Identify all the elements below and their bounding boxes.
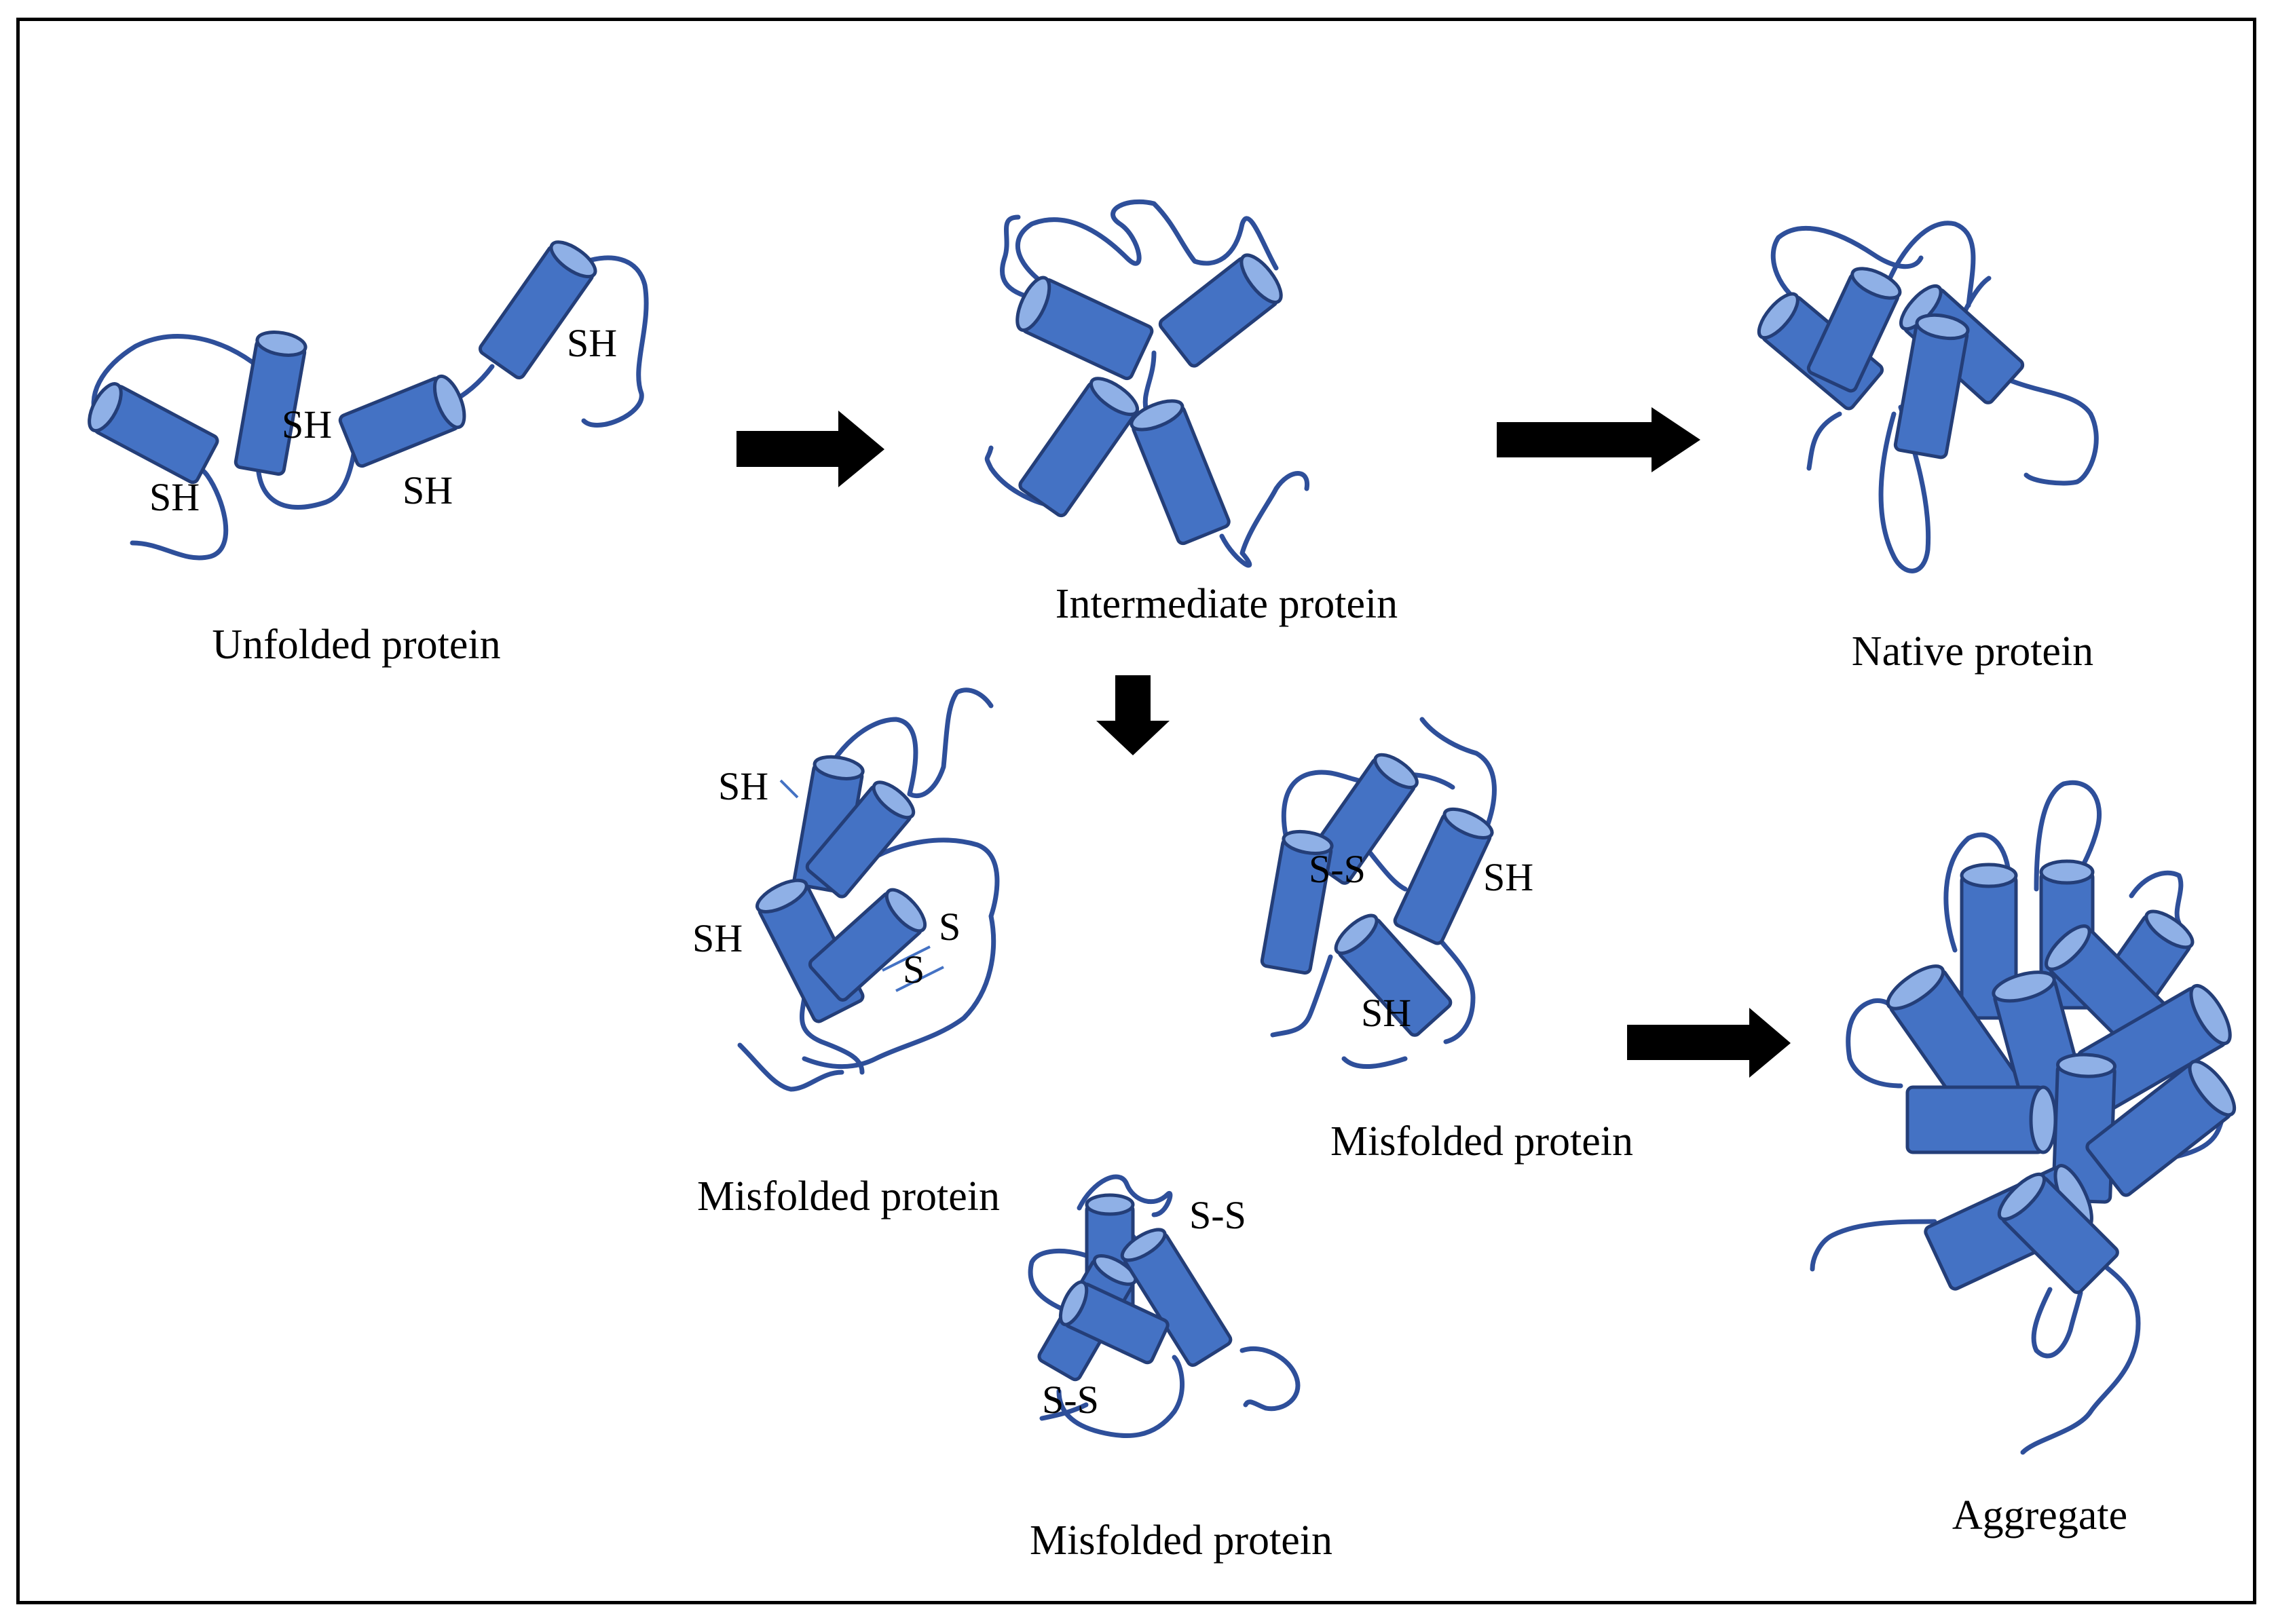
helix-cylinder [234, 330, 307, 476]
coil [1419, 717, 1497, 831]
helix-cylinder [338, 374, 466, 468]
helix-cylinder [1018, 377, 1140, 518]
coil [1028, 1248, 1089, 1316]
unfolded-sh-label: SH [149, 475, 200, 519]
misfolded-protein-3: S-S S-S [1028, 1174, 1301, 1439]
misfolded-1-sh-label: SH [692, 916, 743, 960]
misfolded-3-ss-label: S-S [1042, 1378, 1099, 1422]
helix-cylinder [808, 888, 927, 1002]
misfolded-1-sh-label: SH [718, 764, 768, 808]
aggregate [1810, 780, 2237, 1455]
misfolded-2-ss-label: S-S [1309, 847, 1366, 891]
coil [1943, 832, 2012, 953]
arrow-intermediate-to-misfolded [1096, 675, 1170, 755]
arrow-intermediate-to-native [1497, 407, 1700, 472]
arrow-unfolded-to-intermediate [736, 411, 884, 487]
diagram-frame [16, 18, 2256, 1604]
caption-misfolded-2: Misfolded protein [1330, 1118, 1633, 1165]
misfolded-1-s-label: S [903, 947, 925, 992]
coil [574, 255, 649, 428]
coil [1056, 1355, 1185, 1439]
coil [1878, 404, 1931, 573]
coil [2031, 1287, 2083, 1359]
unfolded-sh-label: SH [282, 402, 332, 447]
intermediate-protein [984, 199, 1309, 568]
misfolded-3-ss-label: S-S [1189, 1193, 1246, 1237]
coil [2007, 377, 2099, 486]
helix-cylinder [1158, 253, 1283, 368]
helix-cylinder [1120, 1228, 1233, 1367]
coil [737, 1042, 844, 1092]
helix-cylinder [1058, 1280, 1170, 1365]
coil [800, 995, 865, 1075]
unfolded-sh-label: SH [567, 321, 617, 365]
misfolded-protein-2: S-S SH SH [1260, 717, 1533, 1069]
helix-cylinder [479, 240, 597, 379]
coil [815, 687, 994, 799]
helix-cylinder [1905, 1085, 2057, 1154]
helix-cylinder [1806, 267, 1902, 393]
helix-cylinder [1334, 913, 1453, 1037]
helix-cylinder [1015, 276, 1154, 381]
caption-misfolded-3: Misfolded protein [1030, 1517, 1332, 1564]
coil [1884, 221, 1976, 308]
helix-cylinder [1260, 829, 1334, 975]
coil [1039, 1402, 1089, 1421]
helix-cylinder [1130, 399, 1231, 546]
coil [1000, 214, 1038, 301]
coil [1341, 1056, 1408, 1069]
coil [1806, 411, 1842, 471]
native-protein [1757, 221, 2099, 573]
coil [1239, 1346, 1301, 1412]
bond-tick [895, 966, 944, 992]
arrow-misfolded-to-aggregate [1627, 1008, 1791, 1078]
bond-tick [882, 945, 931, 972]
coil [2129, 870, 2184, 926]
coil [802, 837, 1000, 1069]
unfolded-protein: SH SH SH SH [88, 240, 649, 561]
misfolded-2-sh-label: SH [1361, 991, 1411, 1035]
coil [2034, 780, 2102, 892]
coil [984, 445, 1055, 508]
unfolded-sh-label: SH [403, 468, 453, 512]
helix-cylinder [1893, 313, 1970, 459]
caption-intermediate: Intermediate protein [1056, 581, 1398, 627]
helix-cylinder [2085, 1059, 2237, 1197]
caption-native: Native protein [1852, 628, 2093, 675]
coil [1015, 199, 1279, 298]
coil [1077, 1174, 1173, 1217]
bond-tick [779, 779, 799, 799]
caption-aggregate: Aggregate [1952, 1492, 2127, 1538]
misfolded-2-sh-label: SH [1483, 855, 1533, 899]
coil [1430, 927, 1476, 1044]
helix-cylinder [1997, 1172, 2119, 1294]
coil [1810, 1219, 1937, 1272]
misfolded-1-s-label: S [939, 905, 960, 949]
coil [1219, 471, 1309, 568]
helix-cylinder [88, 382, 219, 485]
helix-cylinder [1393, 807, 1494, 945]
caption-misfolded-1: Misfolded protein [697, 1173, 1000, 1220]
caption-unfolded: Unfolded protein [212, 622, 500, 668]
helix-cylinder [805, 780, 916, 899]
coil [2020, 1253, 2141, 1455]
coil [1270, 954, 1333, 1038]
misfolded-protein-1: SH SH S S [692, 687, 1000, 1092]
